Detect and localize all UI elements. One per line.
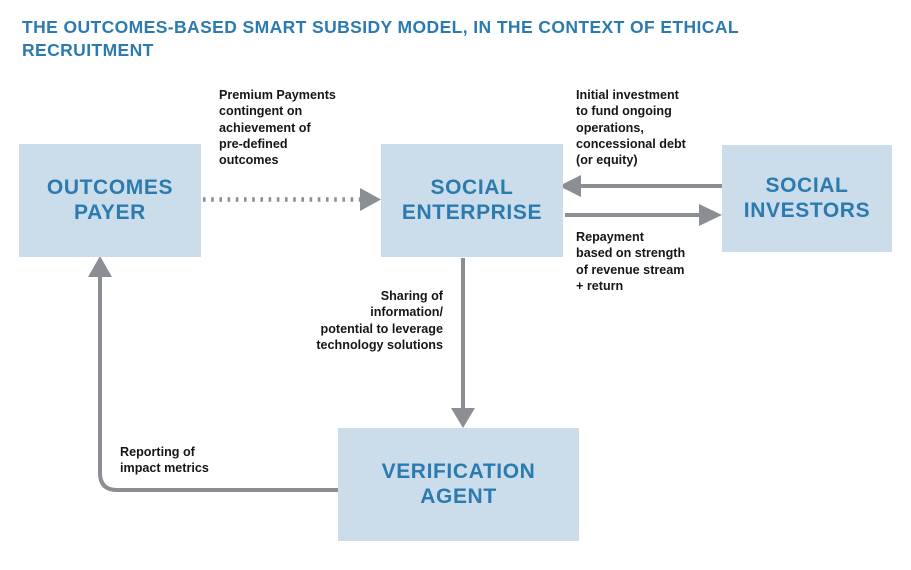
node-social-enterprise-label: SOCIAL ENTERPRISE: [401, 175, 543, 224]
note-repayment: Repayment based on strength of revenue s…: [576, 230, 686, 294]
node-social-investors[interactable]: SOCIAL INVESTORS: [722, 145, 892, 252]
node-verification-agent-label: VERIFICATION AGENT: [381, 459, 536, 508]
node-social-enterprise[interactable]: SOCIAL ENTERPRISE: [381, 144, 563, 257]
note-reporting-of-impact-metrics: Reporting of impact metrics: [120, 445, 209, 476]
node-social-investors-label: SOCIAL INVESTORS: [743, 173, 871, 222]
note-premium-payments: Premium Payments contingent on achieveme…: [219, 88, 336, 168]
node-outcomes-payer[interactable]: OUTCOMES PAYER: [19, 144, 201, 257]
connector-payer-to-enterprise: [203, 188, 381, 211]
connector-enterprise-to-verifier: [451, 258, 475, 428]
page-title: THE OUTCOMES-BASED SMART SUBSIDY MODEL, …: [22, 17, 739, 61]
connector-investors-to-enterprise: [559, 175, 722, 197]
connector-enterprise-to-investors: [565, 204, 722, 226]
node-outcomes-payer-label: OUTCOMES PAYER: [46, 175, 174, 224]
note-sharing-of-information: Sharing of information/ potential to lev…: [316, 289, 443, 353]
note-initial-investment: Initial investment to fund ongoing opera…: [576, 88, 686, 168]
node-verification-agent[interactable]: VERIFICATION AGENT: [338, 428, 579, 541]
